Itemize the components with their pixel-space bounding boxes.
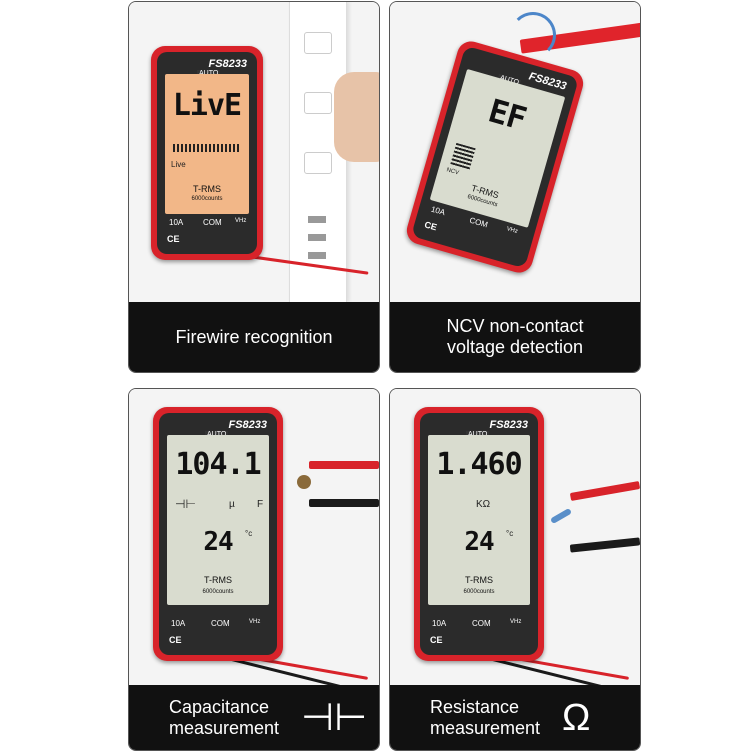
lcd-screen: 104.1 ⊣⊢ µ F 24 °c T-RMS 6000counts [167,435,269,605]
caption-ncv: NCV non-contact voltage detection [390,302,640,372]
lcd-screen: LivE Live T-RMS 6000counts [165,74,249,214]
main-reading: LivE [172,88,242,123]
model-label: FS8233 [228,419,267,431]
capacitor [297,475,311,489]
com-jack-label: COM [472,619,491,628]
input-jacks: CE 10A COM VHz [165,216,249,246]
amp-jack-label: 10A [432,619,447,628]
resistor [549,507,573,525]
vhz-jack-label: VHz [505,226,519,235]
temperature-reading: 24 [464,527,494,557]
usb-port [308,252,326,259]
com-jack-label: COM [203,218,222,227]
amp-jack-label: 10A [171,619,186,628]
test-lead-red [309,461,379,469]
temperature-reading: 24 [203,527,233,557]
lcd-screen: EF NCV T-RMS 6000counts [429,68,566,228]
vhz-jack-label: VHz [235,218,247,224]
photo-capacitance: FS8233 AUTO 104.1 ⊣⊢ µ F 24 °c T-RMS 600… [129,389,379,685]
temperature-unit: °c [506,529,514,538]
test-lead-black [309,499,379,507]
mode-label: Live [171,160,186,169]
amp-jack-label: 10A [169,218,184,227]
ncv-bargraph [450,142,476,170]
socket [304,152,332,174]
ohm-symbol-icon: Ω [562,696,591,739]
photo-resistance: FS8233 AUTO 1.460 KΩ 24 °c T-RMS 6000cou… [390,389,640,685]
auto-badge: AUTO [205,431,229,438]
main-reading: 104.1 [175,447,261,482]
caption-capacitance: Capacitance measurement ⊣⊢ [129,685,379,750]
ce-mark: CE [169,635,182,645]
test-lead-black [569,537,640,553]
caption-firewire: Firewire recognition [129,302,379,372]
photo-ncv: FS8233 AUTO EF NCV T-RMS 6000counts CE 1… [390,2,640,302]
meter-bezel: FS8233 AUTO EF NCV T-RMS 6000counts CE 1… [410,45,580,269]
com-jack-label: COM [468,215,489,230]
main-reading: 1.460 [436,447,522,482]
auto-badge: AUTO [466,431,490,438]
capacitor-icon: ⊣⊢ [175,497,196,511]
ce-mark: CE [430,635,443,645]
multimeter: FS8233 AUTO EF NCV T-RMS 6000counts CE 1… [403,38,587,276]
input-jacks: CE 10A COM VHz [167,617,269,647]
capacitor-symbol-icon: ⊣⊢ [301,696,368,739]
caption-resistance: Resistance measurement Ω [390,685,640,750]
panel-firewire: FS8233 AUTO LivE Live T-RMS 6000counts C… [128,1,380,373]
main-reading: EF [484,91,530,139]
panel-capacitance: FS8233 AUTO 104.1 ⊣⊢ µ F 24 °c T-RMS 600… [128,388,380,751]
caption-capacitance-text: Capacitance measurement [169,696,280,738]
auto-badge: AUTO [197,70,221,77]
amp-jack-label: 10A [429,204,447,218]
live-bargraph [173,144,239,152]
ce-mark: CE [167,234,180,244]
lcd-screen: 1.460 KΩ 24 °c T-RMS 6000counts [428,435,530,605]
multimeter: FS8233 AUTO 104.1 ⊣⊢ µ F 24 °c T-RMS 600… [153,407,283,661]
unit-label: KΩ [476,499,491,510]
usb-port [308,234,326,241]
socket [304,32,332,54]
counts-label: 6000counts [463,589,495,595]
temperature-unit: °c [245,529,253,538]
counts-label: 6000counts [202,589,234,595]
com-jack-label: COM [211,619,230,628]
model-label: FS8233 [489,419,528,431]
vhz-jack-label: VHz [510,619,522,625]
meter-bezel: FS8233 AUTO LivE Live T-RMS 6000counts C… [157,52,257,254]
vhz-jack-label: VHz [249,619,261,625]
test-lead-red [569,480,640,502]
unit-prefix: µ [229,499,235,510]
trms-label: T-RMS [465,575,493,585]
socket [304,92,332,114]
ce-mark: CE [423,219,439,233]
counts-label: 6000counts [191,196,223,202]
trms-label: T-RMS [193,184,221,194]
meter-bezel: FS8233 AUTO 1.460 KΩ 24 °c T-RMS 6000cou… [420,413,538,655]
panel-resistance: FS8233 AUTO 1.460 KΩ 24 °c T-RMS 6000cou… [389,388,641,751]
unit-label: F [257,499,264,510]
multimeter: FS8233 AUTO LivE Live T-RMS 6000counts C… [151,46,263,260]
multimeter: FS8233 AUTO 1.460 KΩ 24 °c T-RMS 6000cou… [414,407,544,661]
wave-icon [510,12,556,58]
caption-ncv-text: NCV non-contact voltage detection [446,316,584,357]
trms-label: T-RMS [204,575,232,585]
model-label: FS8233 [208,58,247,70]
hand-probe [334,72,379,162]
panel-ncv: FS8233 AUTO EF NCV T-RMS 6000counts CE 1… [389,1,641,373]
usb-port [308,216,326,223]
meter-bezel: FS8233 AUTO 104.1 ⊣⊢ µ F 24 °c T-RMS 600… [159,413,277,655]
photo-firewire: FS8233 AUTO LivE Live T-RMS 6000counts C… [129,2,379,302]
caption-resistance-text: Resistance measurement [430,696,541,738]
input-jacks: CE 10A COM VHz [428,617,530,647]
